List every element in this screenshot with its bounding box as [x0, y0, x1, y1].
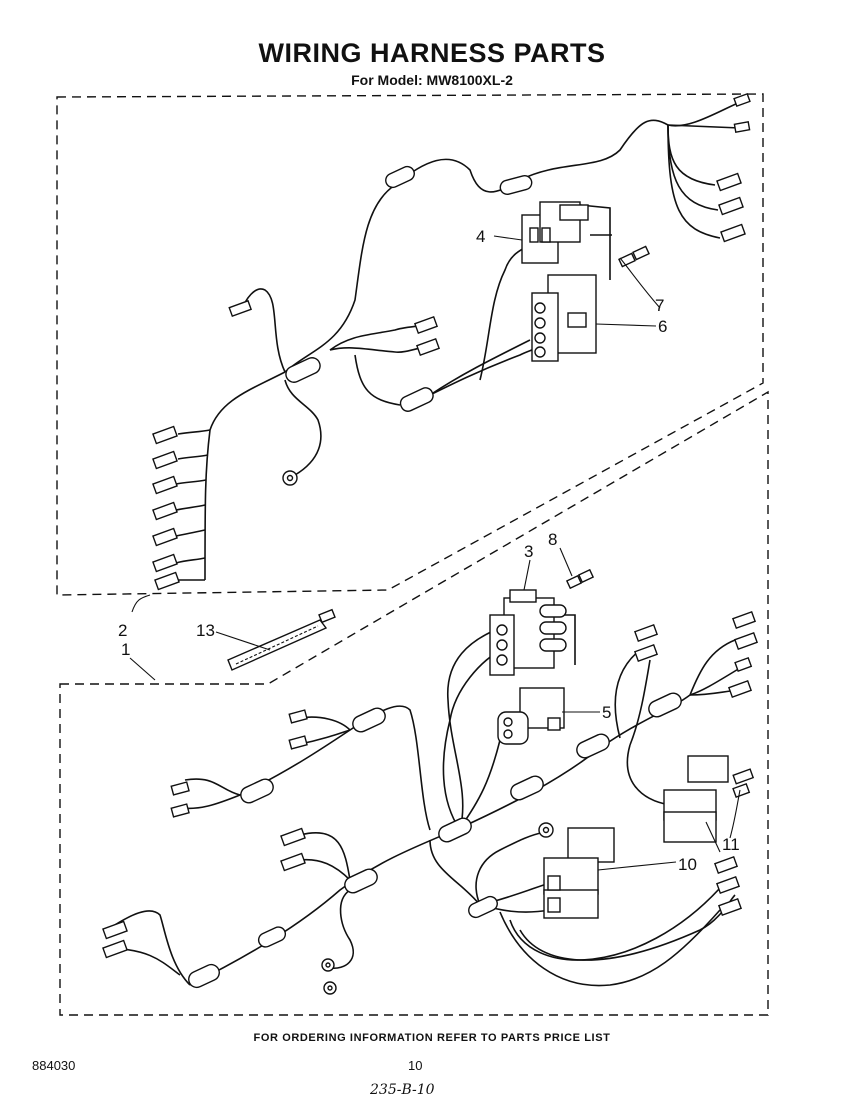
upper-sleeves [285, 165, 533, 412]
callout-1: 1 [121, 640, 130, 659]
callout-3: 3 [524, 542, 533, 561]
connector-4 [521, 201, 589, 264]
callout-11: 11 [722, 835, 740, 854]
callout-2: 2 [118, 621, 127, 640]
callout-6: 6 [658, 317, 667, 336]
terminal-7 [618, 245, 650, 268]
callout-4: 4 [476, 227, 485, 246]
document-number: 884030 [32, 1058, 76, 1073]
part-13-sleeve [227, 608, 336, 671]
connector-3 [489, 589, 567, 676]
upper-harness [175, 99, 746, 581]
terminal-8 [565, 568, 595, 590]
lower-harness-boundary [59, 390, 769, 1016]
connector-10 [543, 755, 729, 919]
terminal-11 [732, 768, 755, 798]
upper-terminals [152, 92, 751, 591]
lower-harness [109, 614, 746, 987]
callout-10: 10 [678, 855, 697, 874]
page-title: WIRING HARNESS PARTS [258, 38, 606, 68]
callout-13: 13 [196, 621, 215, 640]
leader-lines [129, 235, 741, 871]
connector-5 [497, 687, 565, 745]
callout-5: 5 [602, 703, 611, 722]
lower-sleeves [188, 692, 682, 989]
model-subtitle: For Model: MW8100XL-2 [351, 72, 513, 88]
lower-terminals [102, 610, 759, 995]
upper-harness-boundary [56, 93, 764, 596]
connector-6 [531, 274, 597, 362]
callout-7: 7 [655, 296, 664, 315]
page-number: 10 [408, 1058, 423, 1073]
callout-8: 8 [548, 530, 557, 549]
handwritten-note: 235-B-10 [370, 1082, 435, 1098]
ordering-note: FOR ORDERING INFORMATION REFER TO PARTS … [253, 1032, 611, 1044]
